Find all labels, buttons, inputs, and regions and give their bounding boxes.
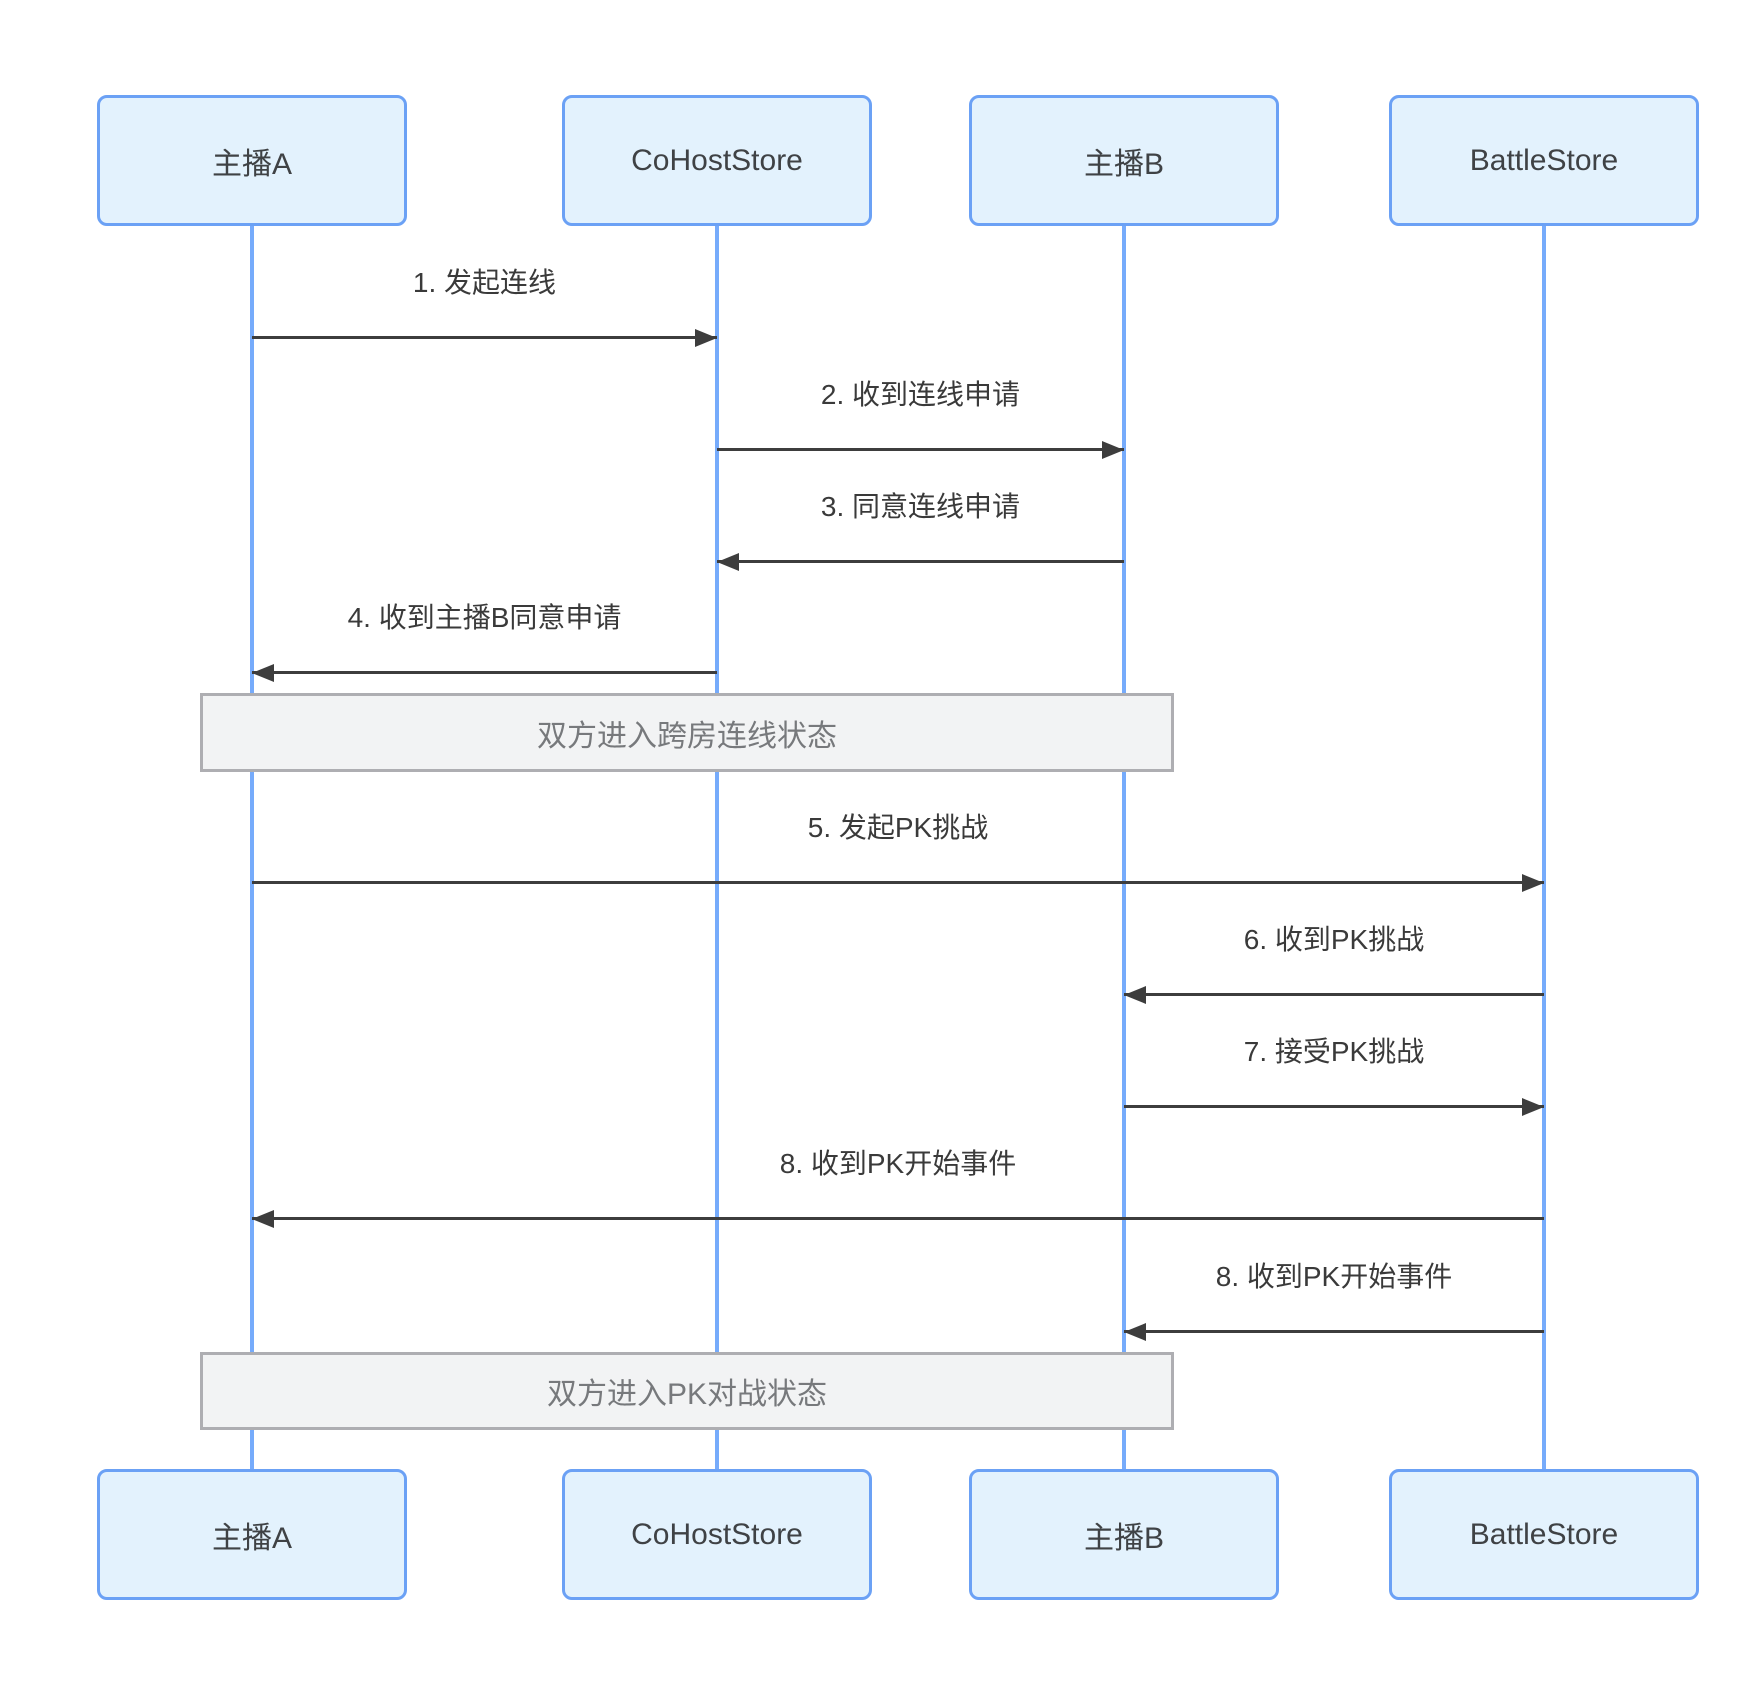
actor-box-host-a-top: 主播A — [97, 95, 407, 226]
message-1-label: 1. 发起连线 — [412, 267, 557, 298]
arrowhead-left-icon — [252, 1209, 274, 1228]
actor-box-host-b-bottom: 主播B — [969, 1469, 1279, 1600]
message-3-line — [717, 560, 1124, 563]
message-7-line — [1124, 1105, 1544, 1108]
lifeline-host-b — [1122, 226, 1126, 1469]
message-2-receive-connection-request: 2. 收到连线申请 — [717, 380, 1124, 470]
lifeline-host-a — [250, 226, 254, 1469]
message-6-line — [1124, 993, 1544, 996]
arrowhead-right-icon — [1102, 440, 1124, 459]
message-4-label: 4. 收到主播B同意申请 — [347, 602, 622, 633]
message-5-line — [252, 881, 1544, 884]
message-3-accept-connection-request: 3. 同意连线申请 — [717, 492, 1124, 582]
state-note-cross-room-connected: 双方进入跨房连线状态 — [200, 693, 1174, 772]
message-1-initiate-connection: 1. 发起连线 — [252, 268, 717, 358]
arrowhead-left-icon — [1124, 985, 1146, 1004]
lifeline-cohoststore — [715, 226, 719, 1469]
message-3-label: 3. 同意连线申请 — [820, 491, 1021, 522]
actor-box-host-a-bottom: 主播A — [97, 1469, 407, 1600]
arrowhead-left-icon — [717, 552, 739, 571]
arrowhead-left-icon — [1124, 1322, 1146, 1341]
message-8a-line — [252, 1217, 1544, 1220]
message-4-line — [252, 671, 717, 674]
message-8a-label: 8. 收到PK开始事件 — [779, 1148, 1017, 1179]
message-2-label: 2. 收到连线申请 — [820, 379, 1021, 410]
arrowhead-right-icon — [1522, 1097, 1544, 1116]
actor-box-cohoststore-bottom: CoHostStore — [562, 1469, 872, 1600]
message-7-accept-pk-challenge: 7. 接受PK挑战 — [1124, 1037, 1544, 1127]
lifeline-battlestore — [1542, 226, 1546, 1469]
message-8b-label: 8. 收到PK开始事件 — [1215, 1261, 1453, 1292]
arrowhead-right-icon — [1522, 873, 1544, 892]
arrowhead-left-icon — [252, 663, 274, 682]
message-7-label: 7. 接受PK挑战 — [1243, 1036, 1425, 1067]
message-5-label: 5. 发起PK挑战 — [807, 812, 989, 843]
message-8-pk-start-event-to-a: 8. 收到PK开始事件 — [252, 1149, 1544, 1239]
message-5-initiate-pk-challenge: 5. 发起PK挑战 — [252, 813, 1544, 903]
actor-box-battlestore-bottom: BattleStore — [1389, 1469, 1699, 1600]
message-8b-line — [1124, 1330, 1544, 1333]
message-6-label: 6. 收到PK挑战 — [1243, 924, 1425, 955]
message-6-receive-pk-challenge: 6. 收到PK挑战 — [1124, 925, 1544, 1015]
arrowhead-right-icon — [695, 328, 717, 347]
message-2-line — [717, 448, 1124, 451]
message-4-receive-host-b-acceptance: 4. 收到主播B同意申请 — [252, 603, 717, 693]
message-8-pk-start-event-to-b: 8. 收到PK开始事件 — [1124, 1262, 1544, 1352]
state-note-pk-battle-started: 双方进入PK对战状态 — [200, 1352, 1174, 1430]
actor-box-host-b-top: 主播B — [969, 95, 1279, 226]
message-1-line — [252, 336, 717, 339]
actor-box-cohoststore-top: CoHostStore — [562, 95, 872, 226]
actor-box-battlestore-top: BattleStore — [1389, 95, 1699, 226]
